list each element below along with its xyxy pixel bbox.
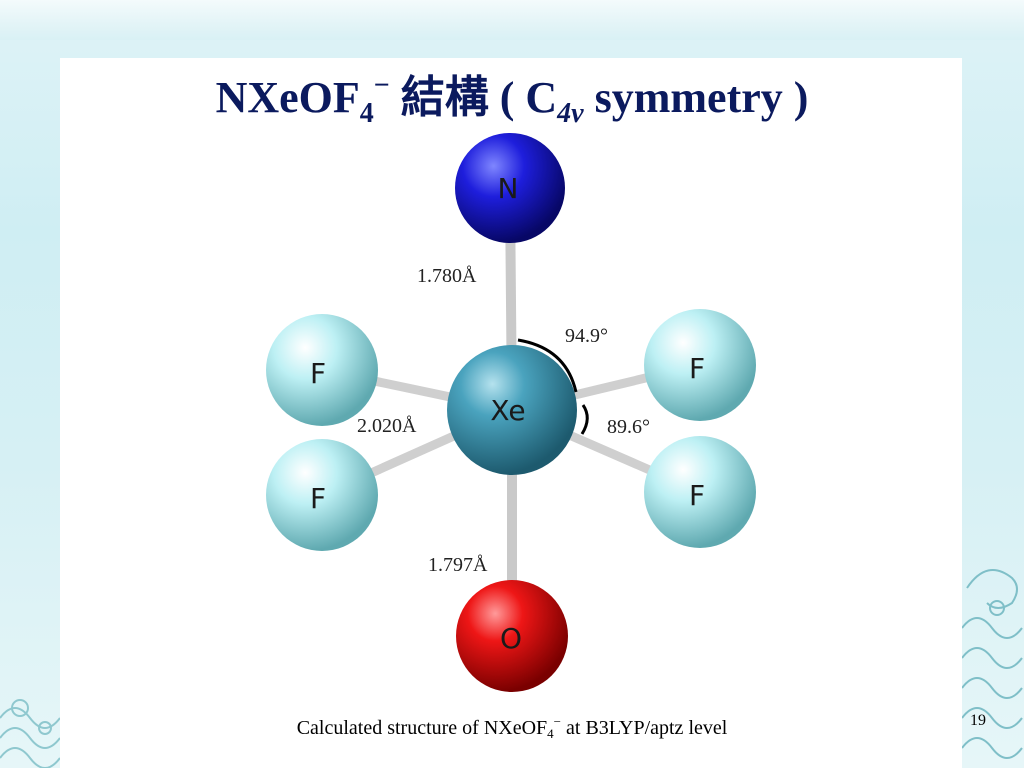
bond-length-xe-n: 1.780Å <box>417 265 477 287</box>
atom-xe: Xe <box>447 345 577 475</box>
title-structure-word: 結構 <box>400 72 489 123</box>
atom-xe-label: Xe <box>490 394 525 427</box>
wave-decoration-right <box>962 569 1023 759</box>
atom-f-upper-right: F <box>644 309 756 421</box>
atom-o: O <box>456 580 568 692</box>
angle-arc-n-xe-f <box>517 338 578 393</box>
angle-arc-f-xe-f <box>580 404 589 435</box>
atom-f-upper-left-label: F <box>310 357 326 390</box>
atom-f-lower-right-label: F <box>689 479 705 512</box>
bond-length-xe-o: 1.797Å <box>428 554 488 576</box>
atom-f-upper-right-label: F <box>689 352 705 385</box>
caption-text: Calculated structure of NXeOF <box>296 717 548 739</box>
figure-caption: Calculated structure of NXeOF4− at B3LYP… <box>0 714 1024 741</box>
angle-n-xe-f: 94.9° <box>565 325 608 347</box>
atom-n-label: N <box>498 172 519 205</box>
title-formula: NXeOF <box>215 73 360 122</box>
caption-method: at B3LYP/aptz level <box>561 717 728 739</box>
title-formula-subscript: 4 <box>359 98 374 129</box>
atom-f-lower-right: F <box>644 436 756 548</box>
wave-decoration-left <box>0 699 60 768</box>
caption-charge: − <box>553 714 562 729</box>
angle-f-xe-f: 89.6° <box>607 416 650 438</box>
page-number: 19 <box>970 712 986 729</box>
atom-f-upper-left: F <box>266 314 378 426</box>
atom-n: N <box>455 133 565 243</box>
header-band <box>0 0 1024 40</box>
title-point-group-subscript: 4v <box>557 98 584 129</box>
slide-title: NXeOF4− 結構 ( C4v symmetry ) <box>0 70 1024 129</box>
title-symmetry: symmetry ) <box>583 73 809 122</box>
title-open-paren: ( C <box>499 73 558 122</box>
atom-f-lower-left-label: F <box>310 482 326 515</box>
atom-f-lower-left: F <box>266 439 378 551</box>
atom-o-label: O <box>500 622 522 655</box>
bond-length-xe-f: 2.020Å <box>357 415 417 437</box>
caption-subscript: 4 <box>547 726 554 741</box>
title-formula-charge: − <box>373 70 390 101</box>
